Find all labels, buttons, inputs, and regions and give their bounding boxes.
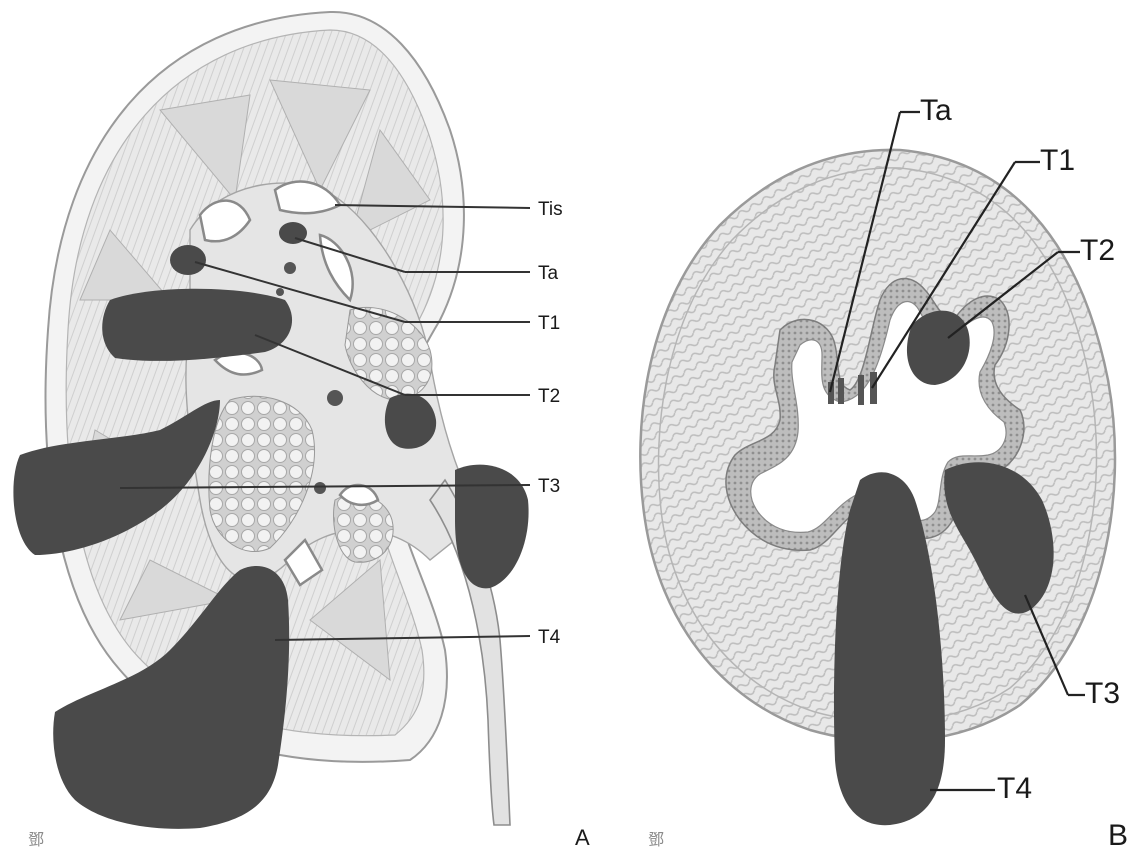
label-t2-b: T2: [1080, 234, 1115, 267]
label-t4-a: T4: [538, 627, 561, 648]
panel-b: Ta T1 T2 T3 T4 B 鄧: [640, 94, 1128, 852]
label-t4-b: T4: [997, 772, 1032, 805]
tumor-t2-a: [102, 289, 292, 361]
label-t1-b: T1: [1040, 144, 1075, 177]
tumor-t3-right-a: [455, 465, 529, 589]
artist-mark-b: 鄧: [648, 831, 664, 849]
label-ta-a: Ta: [538, 263, 559, 284]
label-tis-a: Tis: [538, 199, 563, 220]
label-t3-a: T3: [538, 476, 560, 497]
label-t2-a: T2: [538, 386, 560, 407]
tumor-t1-a: [170, 245, 206, 275]
label-t3-b: T3: [1085, 677, 1120, 710]
panel-letter-a: A: [575, 825, 590, 850]
label-t1-a: T1: [538, 313, 560, 334]
panel-a: Tis Ta T1 T2 T3 T4 A 鄧: [13, 12, 590, 850]
label-ta-b: Ta: [920, 94, 952, 127]
artist-mark-a: 鄧: [28, 831, 44, 849]
panel-letter-b: B: [1108, 819, 1128, 852]
